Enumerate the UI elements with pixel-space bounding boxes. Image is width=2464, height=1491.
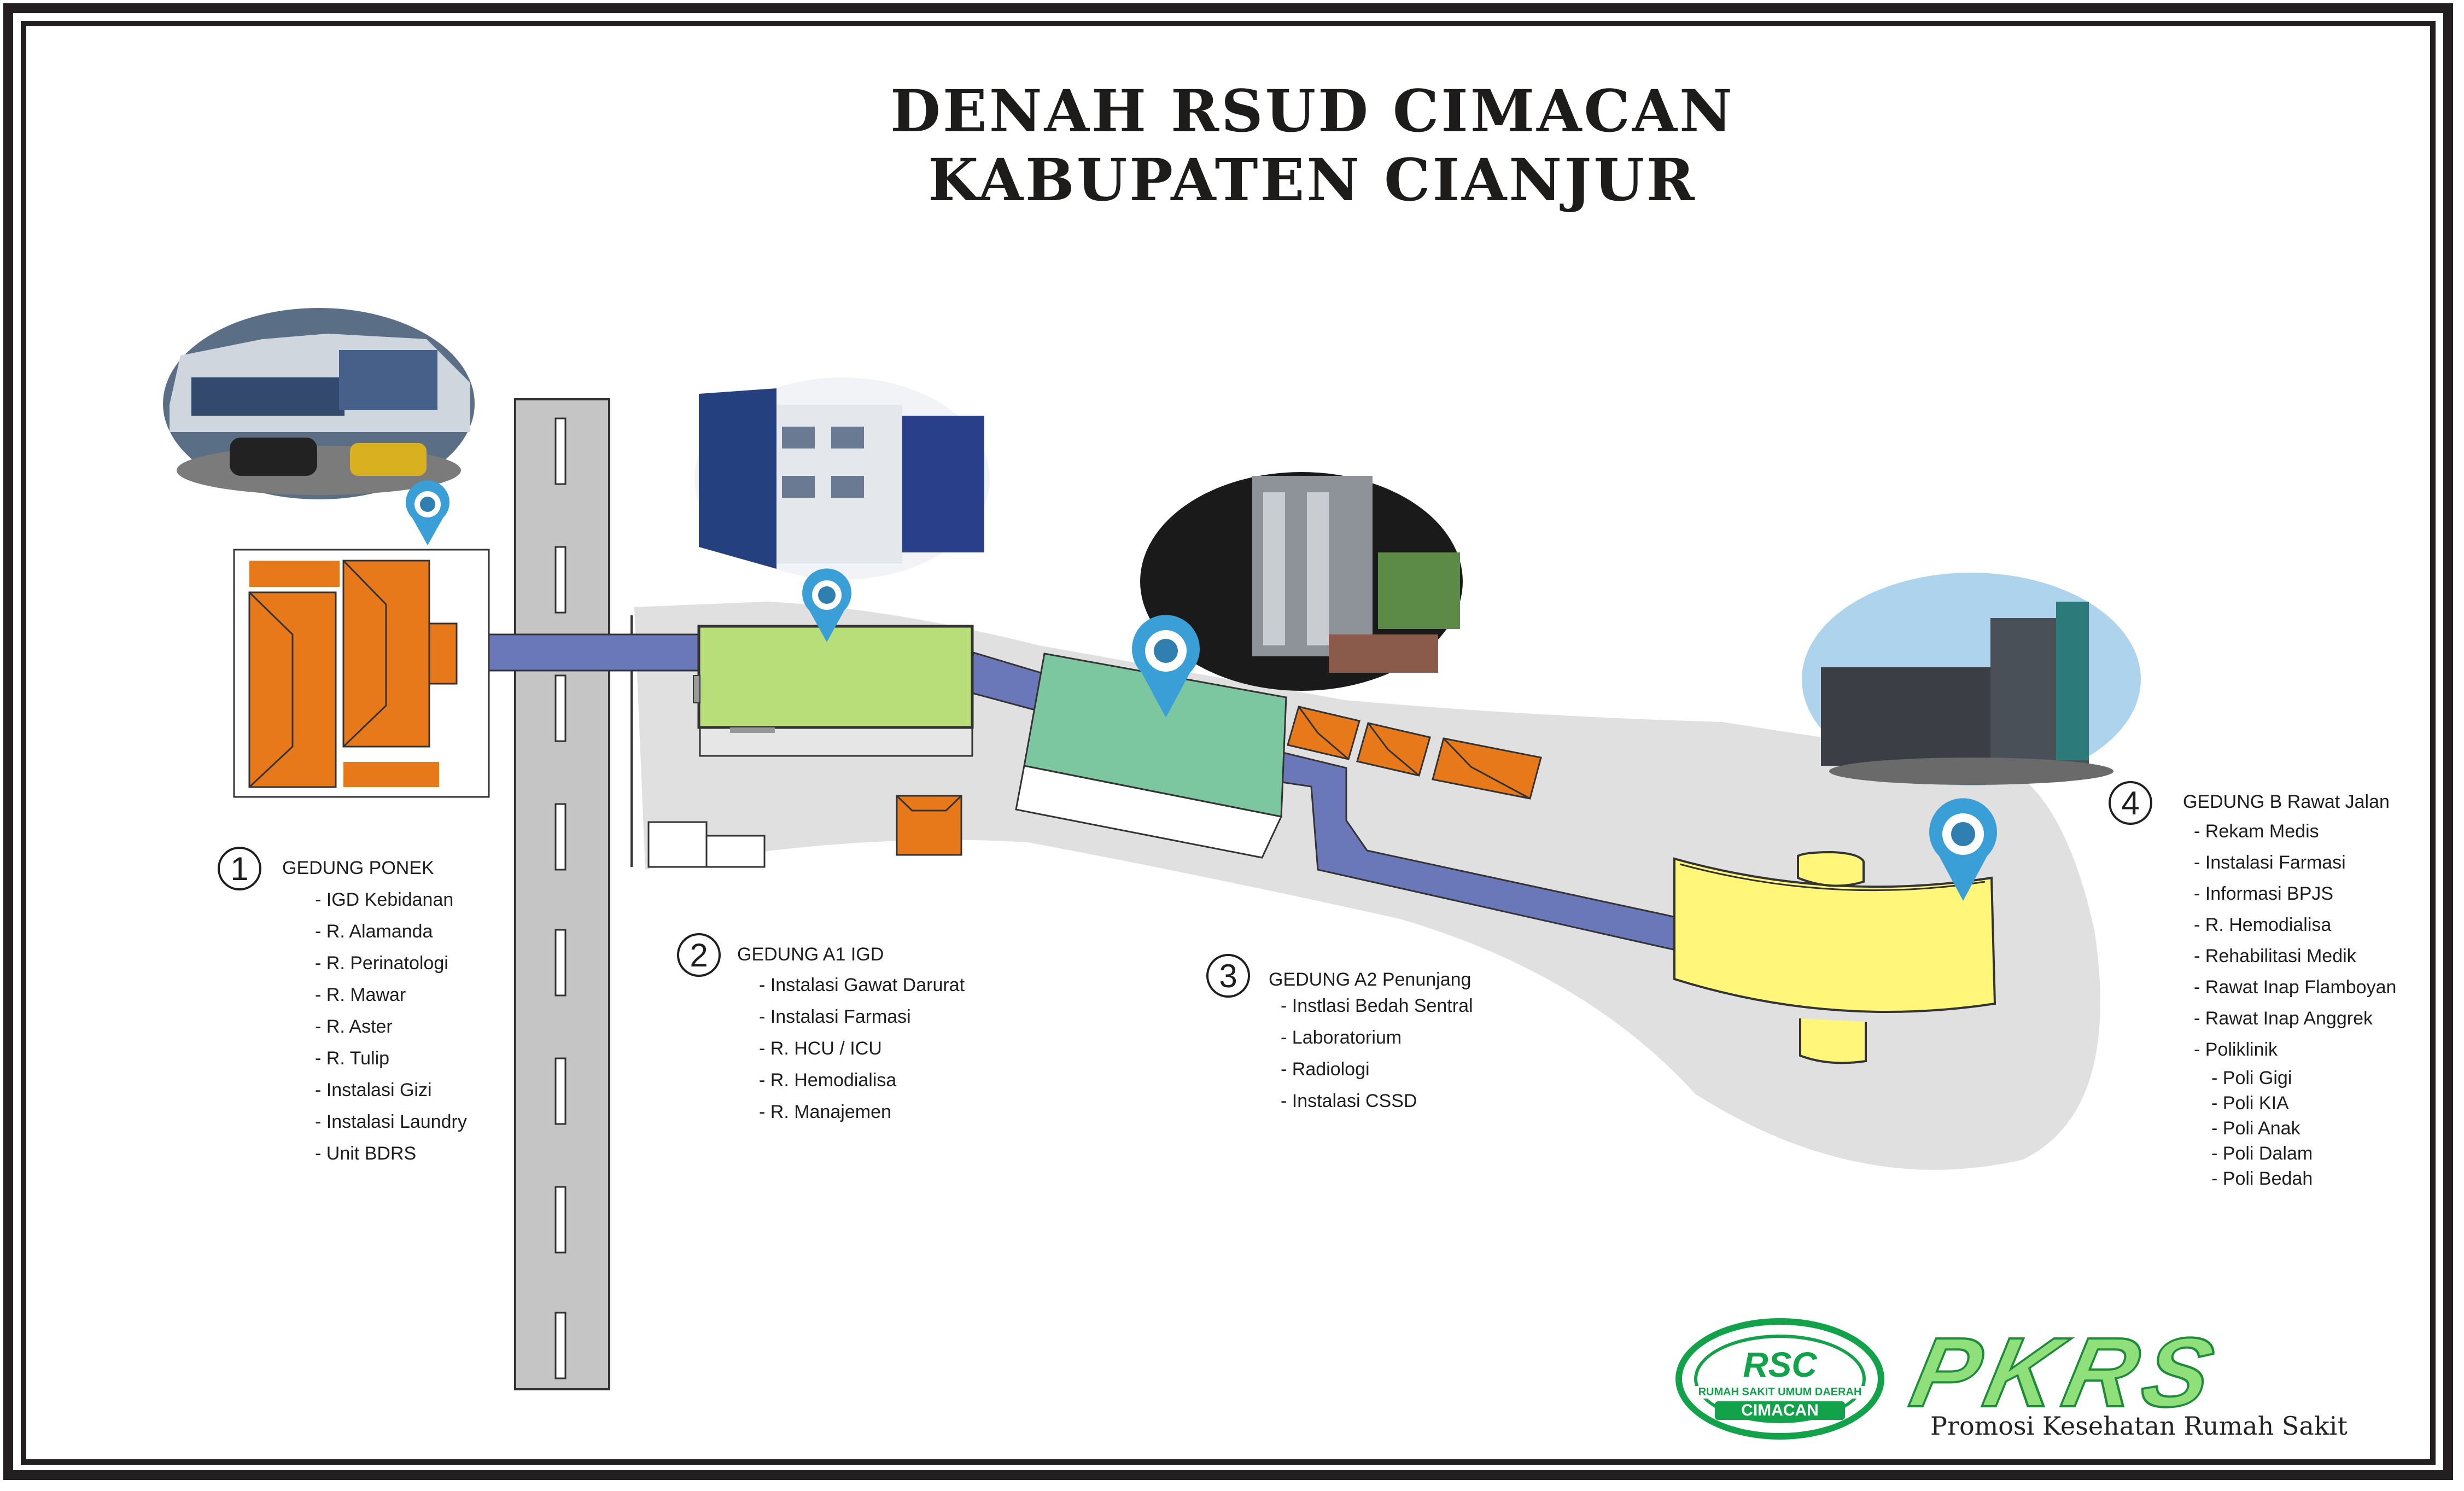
room-item: Informasi BPJS — [2194, 878, 2396, 910]
rsc-logo-line2: CIMACAN — [1715, 1401, 1845, 1420]
map-title-line2: KABUPATEN CIANJUR — [928, 145, 1697, 214]
room-item: Radiologi — [1281, 1053, 1473, 1085]
building-number: 3 — [1206, 954, 1250, 998]
rsc-logo: RSC RUMAH SAKIT UMUM DAERAH CIMACAN — [1675, 1318, 1884, 1440]
building-name: GEDUNG A2 Penunjang — [1269, 969, 1472, 990]
subroom-item: Poli Anak — [2211, 1116, 2313, 1141]
pkrs-logo: PKRS — [1901, 1317, 2231, 1429]
building-number: 2 — [677, 933, 721, 977]
room-item: IGD Kebidanan — [315, 884, 467, 916]
room-item: R. Mawar — [315, 979, 467, 1011]
room-item: Instalasi Gizi — [315, 1074, 467, 1106]
walkway — [455, 633, 1680, 951]
building-name: GEDUNG PONEK — [282, 858, 434, 878]
outer-frame — [3, 3, 2453, 1480]
room-item: Instalasi Laundry — [315, 1106, 467, 1138]
room-item: Instalasi Gawat Darurat — [759, 969, 965, 1001]
rsc-logo-abbr: RSC — [1743, 1345, 1817, 1384]
location-pin-icon — [802, 568, 851, 642]
room-item: R. HCU / ICU — [759, 1033, 965, 1064]
room-item: R. Perinatologi — [315, 947, 467, 979]
gedung-a1-plan — [647, 625, 974, 868]
building-number: 4 — [2109, 781, 2152, 825]
gedung-b-plan — [1673, 851, 1996, 1064]
auxiliary-buildings — [896, 706, 1542, 856]
main-road — [514, 398, 633, 1390]
location-pin-icon — [406, 480, 449, 545]
room-list: IGD Kebidanan R. Alamanda R. Perinatolog… — [315, 884, 467, 1169]
room-item: R. Manajemen — [759, 1096, 965, 1128]
room-item: Rawat Inap Flamboyan — [2194, 972, 2397, 1003]
location-pin-icon — [1929, 798, 1997, 901]
campus-ground — [634, 602, 2100, 1170]
room-item: R. Aster — [315, 1011, 467, 1042]
inner-frame — [21, 21, 2436, 1465]
room-item: R. Hemodialisa — [759, 1064, 965, 1096]
building-number: 1 — [218, 847, 261, 890]
rsc-logo-ring — [1694, 1335, 1866, 1423]
room-item: R. Hemodialisa — [2194, 910, 2396, 941]
pkrs-tagline: Promosi Kesehatan Rumah Sakit — [1930, 1411, 2348, 1441]
room-list: Instlasi Bedah Sentral Laboratorium Radi… — [1281, 990, 1473, 1117]
building-name: GEDUNG A1 IGD — [737, 944, 884, 965]
room-item: Unit BDRS — [315, 1138, 467, 1169]
photo-gedung-a1 — [694, 377, 990, 580]
rsc-logo-line1: RUMAH SAKIT UMUM DAERAH — [1695, 1386, 1865, 1399]
gedung-ponek-plan — [233, 549, 490, 798]
room-list: Rekam Medis Instalasi Farmasi Informasi … — [2194, 816, 2397, 1065]
room-item: Instalasi CSSD — [1281, 1085, 1473, 1117]
room-item: Rekam Medis — [2194, 816, 2396, 847]
room-item: Rehabilitasi Medik — [2194, 941, 2396, 972]
subroom-item: Poli Bedah — [2211, 1166, 2313, 1191]
room-list: Instalasi Gawat Darurat Instalasi Farmas… — [759, 969, 965, 1128]
subroom-item: Poli KIA — [2211, 1091, 2313, 1116]
subroom-item: Poli Dalam — [2211, 1141, 2313, 1166]
room-item: Instalasi Farmasi — [759, 1001, 965, 1033]
subroom-item: Poli Gigi — [2211, 1065, 2313, 1091]
photo-gedung-b — [1802, 573, 2141, 786]
room-item: Instlasi Bedah Sentral — [1281, 990, 1473, 1022]
room-item: Poliklinik — [2194, 1034, 2396, 1065]
building-name: GEDUNG B Rawat Jalan — [2183, 791, 2390, 812]
room-item: Laboratorium — [1281, 1022, 1473, 1053]
room-item: R. Alamanda — [315, 916, 467, 947]
photo-gedung-ponek — [163, 308, 475, 499]
map-title-line1: DENAH RSUD CIMACAN — [890, 77, 1735, 145]
photo-gedung-a2 — [1140, 472, 1463, 691]
gedung-a2-plan — [1015, 653, 1287, 859]
room-item: Instalasi Farmasi — [2194, 847, 2396, 878]
poliklinik-sublist: Poli Gigi Poli KIA Poli Anak Poli Dalam … — [2211, 1065, 2313, 1191]
room-item: R. Tulip — [315, 1042, 467, 1074]
location-pin-icon — [1132, 615, 1200, 718]
room-item: Rawat Inap Anggrek — [2194, 1003, 2396, 1034]
